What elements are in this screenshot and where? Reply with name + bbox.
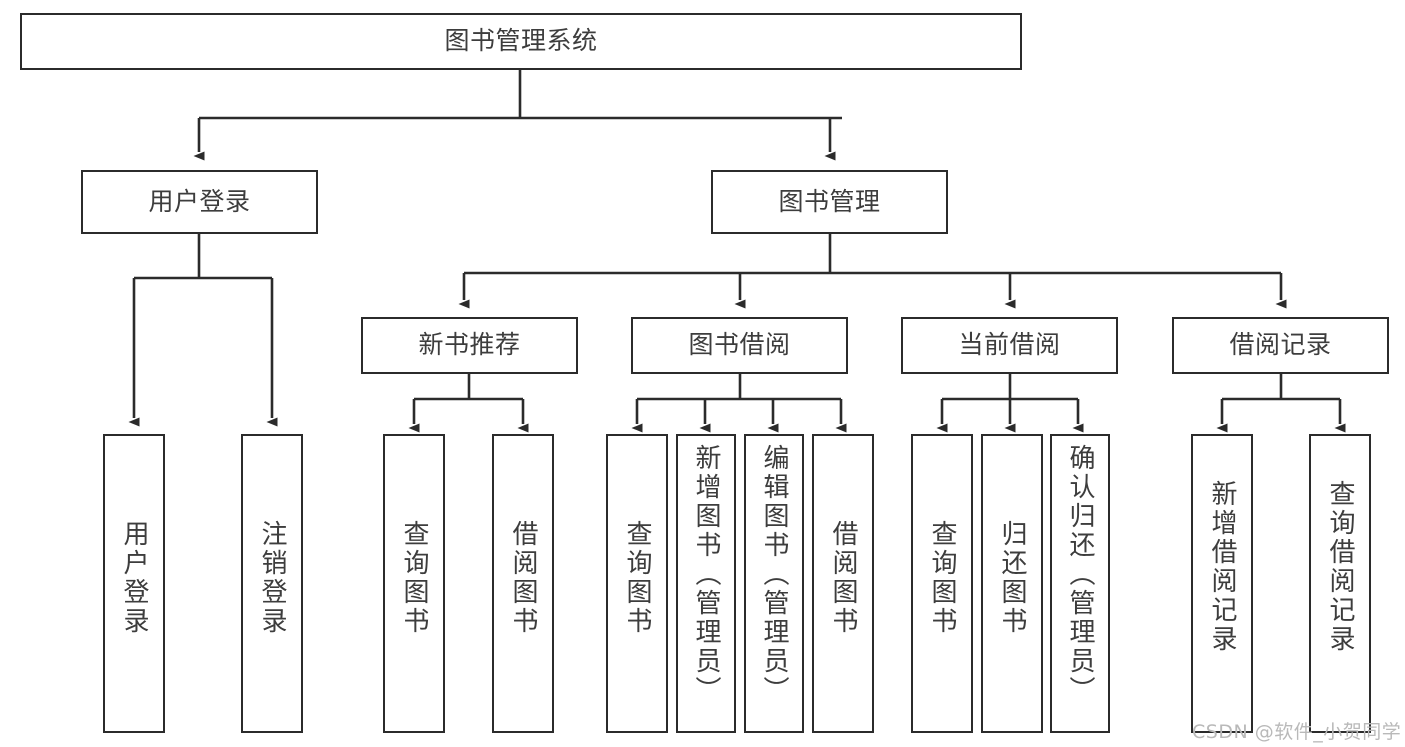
node-label: 查询图书 (622, 520, 652, 636)
leaf-user-logout[interactable]: 注销登录 (241, 434, 303, 733)
node-label: 图书管理 (778, 186, 881, 216)
node-label: 用户登录 (148, 186, 251, 216)
node-user-login[interactable]: 用户登录 (81, 170, 318, 234)
node-label: 新增图书（管理员） (691, 444, 721, 705)
node-label: 编辑图书（管理员） (759, 444, 789, 705)
node-borrow-record[interactable]: 借阅记录 (1172, 317, 1389, 374)
node-label: 借阅记录 (1229, 330, 1332, 360)
leaf-query-book-current[interactable]: 查询图书 (911, 434, 973, 733)
leaf-return-book[interactable]: 归还图书 (981, 434, 1043, 733)
node-root-system[interactable]: 图书管理系统 (20, 13, 1022, 70)
node-label: 新增借阅记录 (1207, 480, 1237, 654)
leaf-borrow-book-recommend[interactable]: 借阅图书 (492, 434, 554, 733)
node-label: 注销登录 (257, 520, 287, 636)
node-current-borrow[interactable]: 当前借阅 (901, 317, 1118, 374)
node-label: 新书推荐 (418, 330, 521, 360)
node-label: 确认归还（管理员） (1065, 444, 1095, 705)
node-label: 用户登录 (119, 520, 149, 636)
node-label: 查询图书 (927, 520, 957, 636)
leaf-query-book-borrow[interactable]: 查询图书 (606, 434, 668, 733)
leaf-edit-book[interactable]: 编辑图书（管理员） (744, 434, 804, 733)
leaf-confirm-return[interactable]: 确认归还（管理员） (1050, 434, 1110, 733)
node-label: 归还图书 (997, 520, 1027, 636)
leaf-query-borrow-record[interactable]: 查询借阅记录 (1309, 434, 1371, 733)
node-label: 查询借阅记录 (1325, 480, 1355, 654)
node-label: 图书借阅 (688, 330, 791, 360)
leaf-add-borrow-record[interactable]: 新增借阅记录 (1191, 434, 1253, 733)
node-label: 借阅图书 (508, 520, 538, 636)
node-book-borrow[interactable]: 图书借阅 (631, 317, 848, 374)
node-new-book-recommend[interactable]: 新书推荐 (361, 317, 578, 374)
node-label: 当前借阅 (958, 330, 1061, 360)
leaf-query-book-recommend[interactable]: 查询图书 (383, 434, 445, 733)
leaf-borrow-book-borrow[interactable]: 借阅图书 (812, 434, 874, 733)
node-label: 图书管理系统 (444, 26, 598, 56)
leaf-user-login[interactable]: 用户登录 (103, 434, 165, 733)
node-label: 查询图书 (399, 520, 429, 636)
leaf-add-book[interactable]: 新增图书（管理员） (676, 434, 736, 733)
node-label: 借阅图书 (828, 520, 858, 636)
csdn-watermark: CSDN @软件_小贺同学 (1192, 721, 1402, 743)
node-book-manage[interactable]: 图书管理 (711, 170, 948, 234)
